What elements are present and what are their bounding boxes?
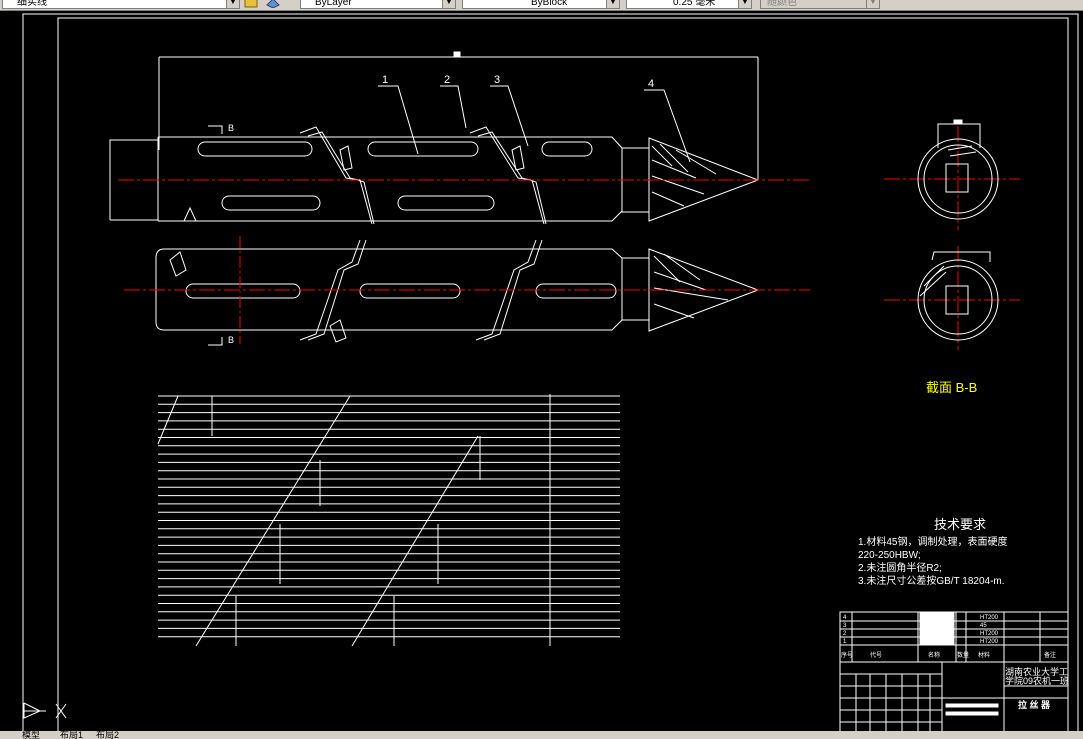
header-material: 材料 (978, 651, 990, 659)
section-mark-top: B (228, 123, 234, 133)
row-material: HT200 (980, 639, 999, 645)
header-qty: 数量 (957, 651, 969, 659)
tech-line-4: 3.未注尺寸公差按GB/T 18204-m. (858, 574, 1005, 587)
section-mark-bottom: B (228, 335, 234, 345)
tab-layout2[interactable]: 布局2 (96, 731, 120, 739)
header-name: 名称 (928, 651, 940, 659)
hatch-line (351, 435, 479, 647)
scale-combo-value: 0.25 毫米 (673, 0, 716, 8)
row-no: 2 (843, 631, 847, 637)
title-block-text: 4 3 2 1 HT200 45 HT200 HT200 序号 代号 名称 数量… (841, 615, 1056, 659)
drawing-sheet[interactable]: B B 1 2 3 4 截面 B-B 技术要求 1.材料45钢，调制处理，表面硬… (0, 11, 1083, 739)
color-combo[interactable]: ByLayer ▼ (300, 0, 456, 9)
color-combo-value: ByLayer (315, 0, 352, 8)
row-material: HT200 (980, 631, 999, 637)
chevron-down-icon[interactable]: ▼ (866, 0, 879, 8)
main-view-top (109, 51, 760, 225)
balloon-4: 4 (648, 78, 654, 90)
drawing-name: 拉 丝 器 (1018, 699, 1051, 710)
linetype-combo[interactable]: 细实线 ▼ (2, 0, 240, 9)
hatch-line (157, 395, 179, 445)
chevron-down-icon[interactable]: ▼ (226, 0, 239, 8)
drawing-canvas[interactable]: B B 1 2 3 4 截面 B-B 技术要求 1.材料45钢，调制处理，表面硬… (0, 11, 1083, 739)
layout-tabs: 模型 布局1 布局2 (0, 731, 1083, 739)
header-remark: 备注 (1044, 651, 1056, 659)
row-material: 45 (980, 623, 987, 629)
row-no: 1 (843, 639, 847, 645)
layer-tool-icon[interactable] (244, 0, 258, 8)
chevron-down-icon[interactable]: ▼ (442, 0, 455, 8)
hatch-line (195, 395, 351, 647)
row-no: 4 (843, 615, 847, 621)
row-material: HT200 (980, 615, 999, 621)
title-block (839, 611, 1069, 734)
properties-toolbar: 细实线 ▼ ByLayer ▼ ByBlock ▼ 0.25 毫米 ▼ 随颜色 … (0, 0, 1083, 11)
section-hatch-view (157, 394, 620, 647)
header-code: 代号 (870, 651, 882, 659)
centerlines (118, 126, 1020, 350)
part-balloons: 1 2 3 4 (378, 74, 691, 163)
chevron-down-icon[interactable]: ▼ (606, 0, 619, 8)
drawing-frame (57, 17, 1069, 734)
header-no: 序号 (841, 651, 853, 659)
lineweight-combo[interactable]: ByBlock ▼ (462, 0, 620, 9)
linetype-combo-value: 细实线 (17, 0, 47, 8)
ucs-icon (23, 702, 67, 719)
plotstyle-combo[interactable]: 随颜色 ▼ (760, 0, 880, 9)
row-no: 3 (843, 623, 847, 629)
balloon-2: 2 (444, 74, 450, 86)
tech-line-1: 1.材料45钢，调制处理，表面硬度 (858, 535, 1007, 548)
balloon-1: 1 (382, 74, 388, 86)
section-title: 截面 B-B (926, 380, 977, 395)
tech-line-2: 220-250HBW; (858, 550, 921, 561)
tech-requirements-title: 技术要求 (934, 517, 986, 532)
layer-state-icon[interactable] (266, 0, 280, 8)
school-line-1: 湖南农业大学工 (1005, 666, 1068, 677)
plotstyle-combo-value: 随颜色 (767, 0, 797, 8)
tech-line-3: 2.未注圆角半径R2; (858, 561, 942, 574)
chevron-down-icon[interactable]: ▼ (738, 0, 751, 8)
lineweight-combo-value: ByBlock (531, 0, 568, 8)
balloon-3: 3 (494, 74, 500, 86)
section-views (917, 119, 999, 341)
lineweight-scale-combo[interactable]: 0.25 毫米 ▼ (626, 0, 752, 9)
tab-model[interactable]: 模型 (22, 731, 41, 739)
tab-layout1[interactable]: 布局1 (60, 731, 84, 739)
school-line-2: 学院09农机一班 (1005, 675, 1069, 686)
section-cut-marks: B B (208, 123, 234, 346)
